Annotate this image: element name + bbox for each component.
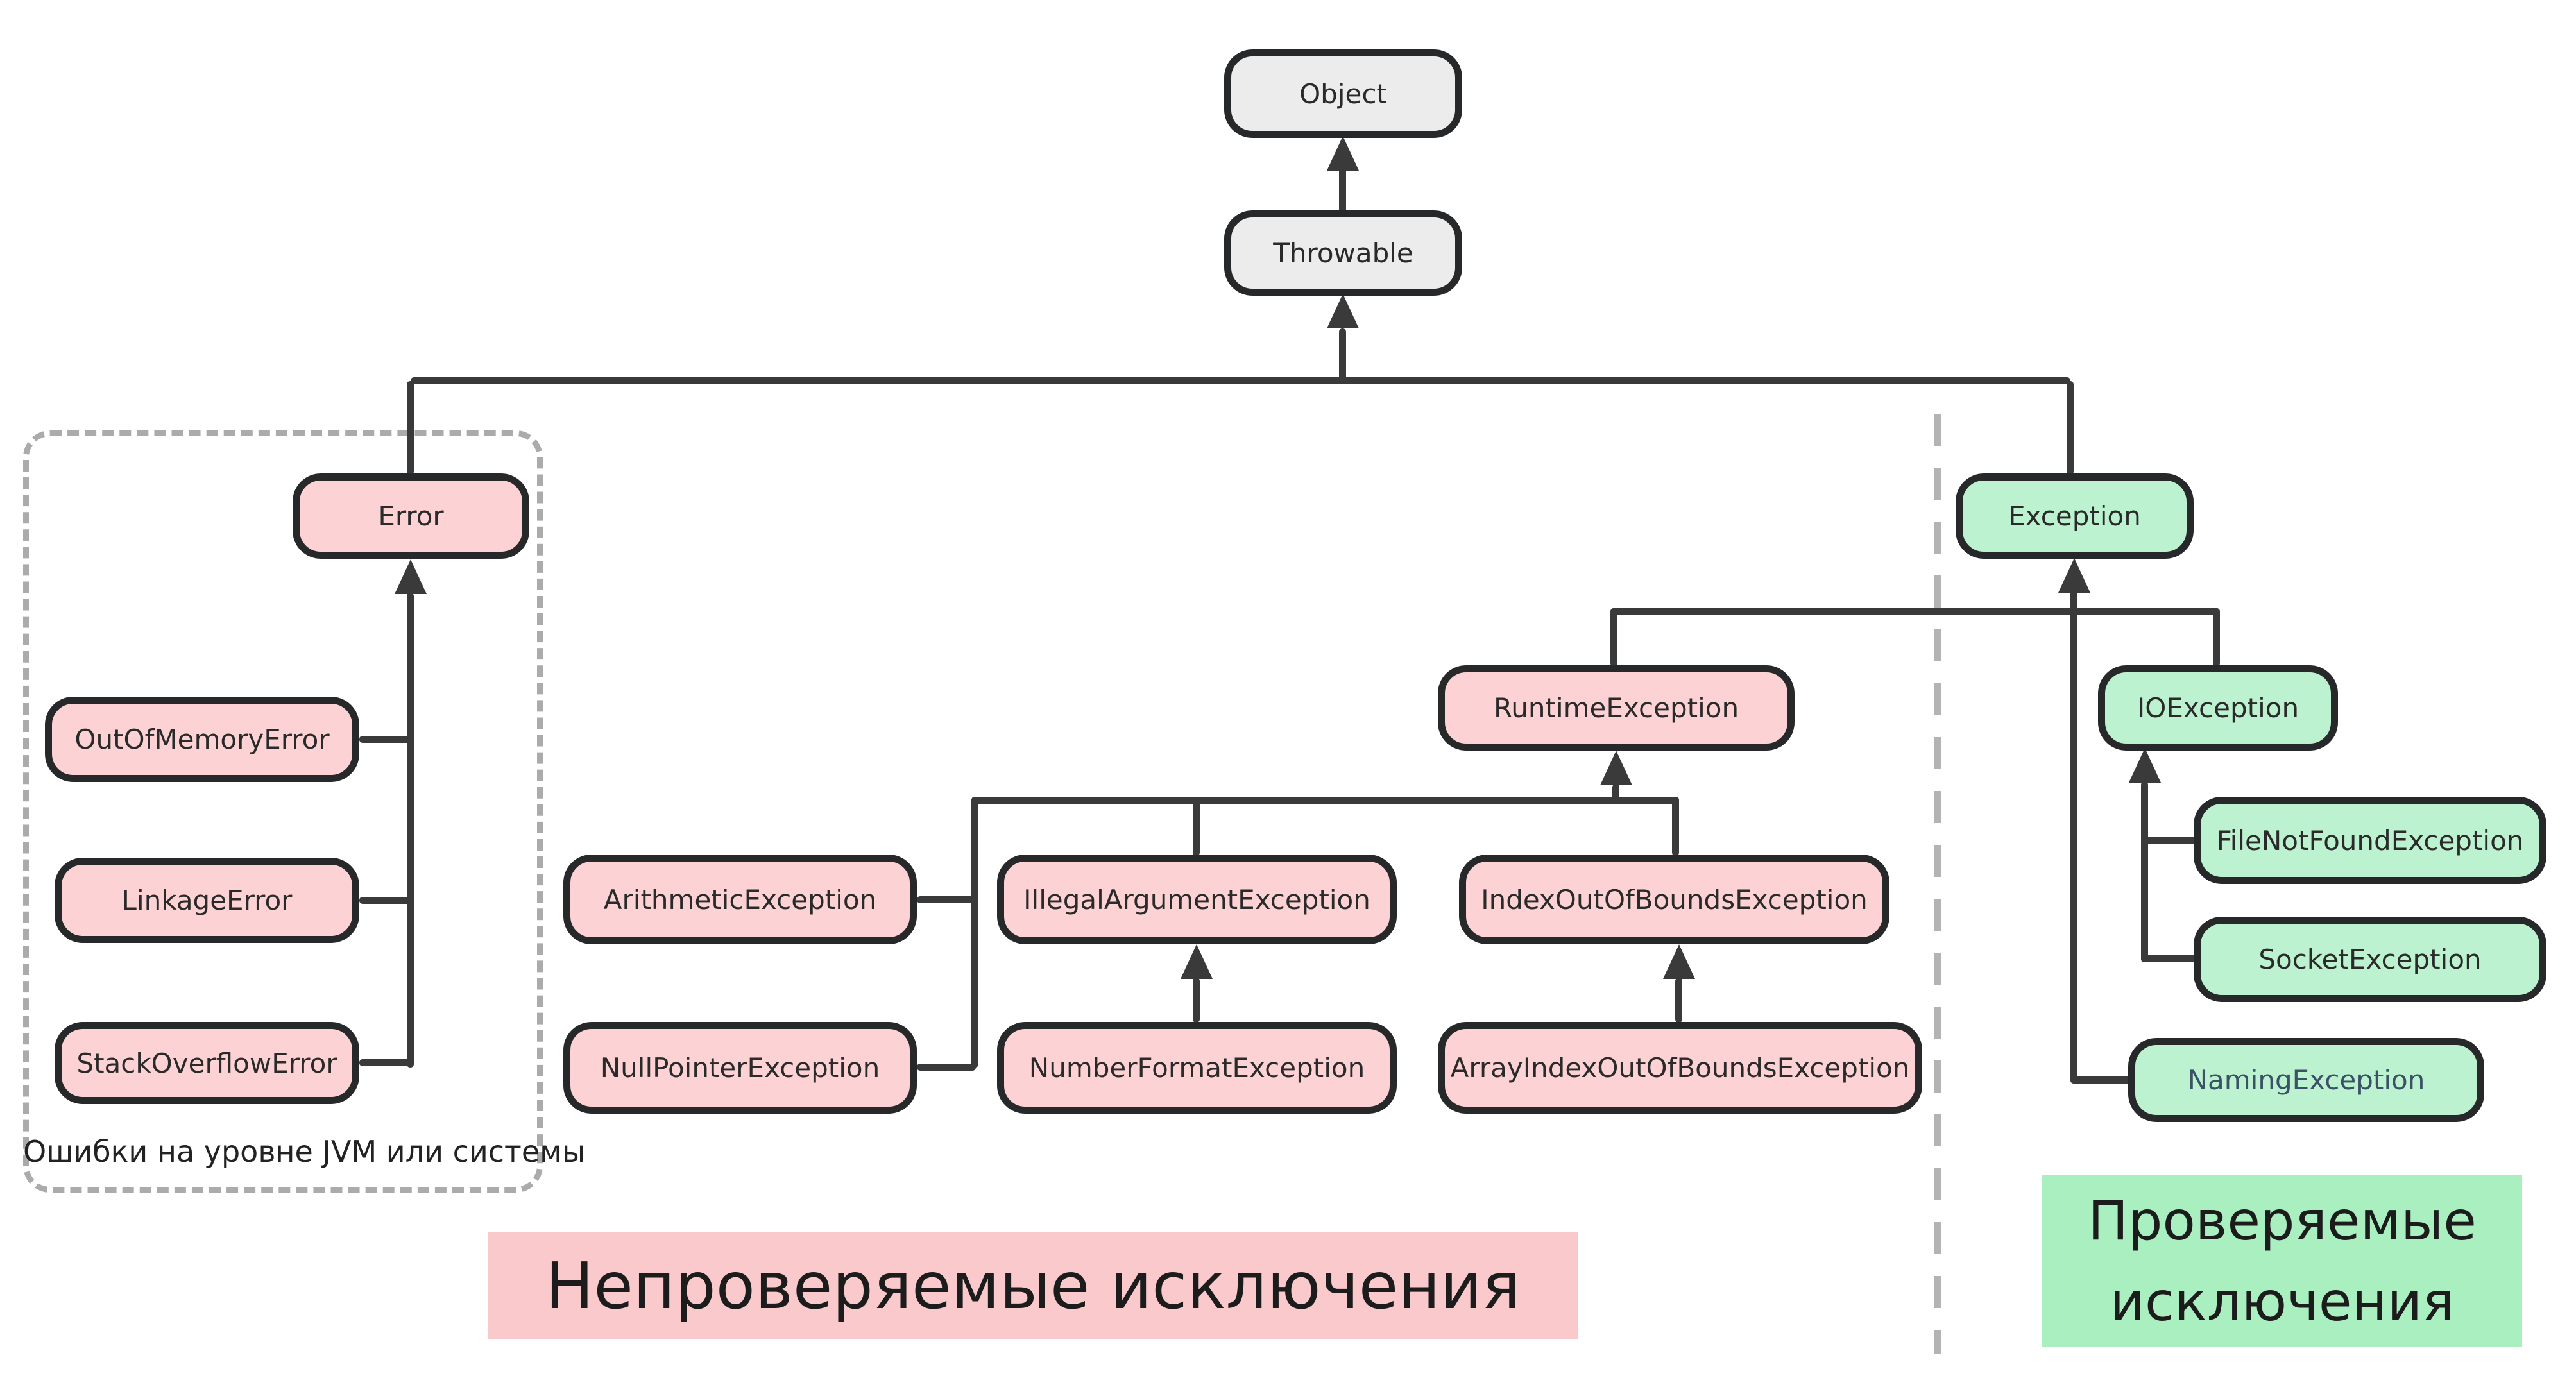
edge-segment bbox=[1193, 797, 1200, 856]
arrowhead-up-icon bbox=[2129, 748, 2161, 783]
edge-segment bbox=[1339, 166, 1346, 213]
node-error: Error bbox=[293, 473, 529, 559]
edge-segment bbox=[1339, 328, 1346, 384]
edge-segment bbox=[2070, 1076, 2133, 1084]
node-naming: NamingException bbox=[2128, 1038, 2484, 1122]
edge-segment bbox=[917, 896, 976, 903]
edge-segment bbox=[411, 377, 2070, 384]
node-nfe: NumberFormatException bbox=[997, 1022, 1397, 1114]
edge-segment bbox=[1672, 797, 1679, 856]
checked-unchecked-divider bbox=[1934, 414, 1941, 1354]
node-aioob: ArrayIndexOutOfBoundsException bbox=[1438, 1022, 1922, 1114]
edge-segment bbox=[1675, 978, 1682, 1023]
edge-segment bbox=[1610, 608, 1617, 667]
node-throwable: Throwable bbox=[1224, 210, 1462, 296]
node-oom: OutOfMemoryError bbox=[45, 697, 359, 782]
arrowhead-up-icon bbox=[1327, 294, 1359, 328]
arrowhead-up-icon bbox=[1181, 944, 1213, 979]
edge-segment bbox=[359, 897, 414, 904]
arrowhead-up-icon bbox=[2058, 558, 2090, 593]
node-illegal: IllegalArgumentException bbox=[997, 855, 1397, 944]
edge-segment bbox=[2141, 781, 2148, 962]
jvm-group-caption: Ошибки на уровне JVM или системы bbox=[23, 1134, 586, 1169]
node-sof: StackOverflowError bbox=[55, 1022, 359, 1104]
arrowhead-up-icon bbox=[1663, 944, 1695, 979]
node-object: Object bbox=[1224, 49, 1462, 138]
edge-segment bbox=[407, 593, 414, 1068]
edge-segment bbox=[2141, 955, 2199, 962]
node-exception: Exception bbox=[1956, 473, 2194, 559]
node-npe: NullPointerException bbox=[563, 1022, 917, 1114]
arrowhead-up-icon bbox=[395, 559, 427, 594]
edge-segment bbox=[1193, 978, 1200, 1023]
edge-segment bbox=[2213, 608, 2220, 667]
node-ioob: IndexOutOfBoundsException bbox=[1459, 855, 1889, 944]
edge-segment bbox=[1612, 784, 1619, 804]
checked-exceptions-banner: Проверяемые исключения bbox=[2042, 1175, 2522, 1347]
node-runtime: RuntimeException bbox=[1438, 665, 1795, 751]
edge-segment bbox=[1610, 608, 2220, 615]
edge-segment bbox=[407, 381, 414, 475]
edge-segment bbox=[2070, 611, 2077, 1084]
edge-segment bbox=[2141, 837, 2199, 844]
edge-segment bbox=[2070, 590, 2077, 613]
arrowhead-up-icon bbox=[1600, 751, 1632, 785]
edge-segment bbox=[359, 1059, 414, 1066]
node-socket: SocketException bbox=[2194, 917, 2546, 1002]
unchecked-exceptions-banner: Непроверяемые исключения bbox=[488, 1232, 1578, 1339]
node-fnf: FileNotFoundException bbox=[2194, 797, 2546, 884]
edge-segment bbox=[917, 1064, 976, 1071]
jvm-errors-group-box bbox=[23, 430, 543, 1193]
node-arith: ArithmeticException bbox=[563, 855, 917, 944]
node-linkage: LinkageError bbox=[55, 858, 359, 943]
node-ioexc: IOException bbox=[2098, 665, 2338, 751]
edge-segment bbox=[971, 797, 1679, 804]
edge-segment bbox=[971, 797, 978, 1068]
edge-segment bbox=[2067, 381, 2074, 475]
arrowhead-up-icon bbox=[1327, 136, 1359, 171]
edge-segment bbox=[359, 736, 414, 743]
